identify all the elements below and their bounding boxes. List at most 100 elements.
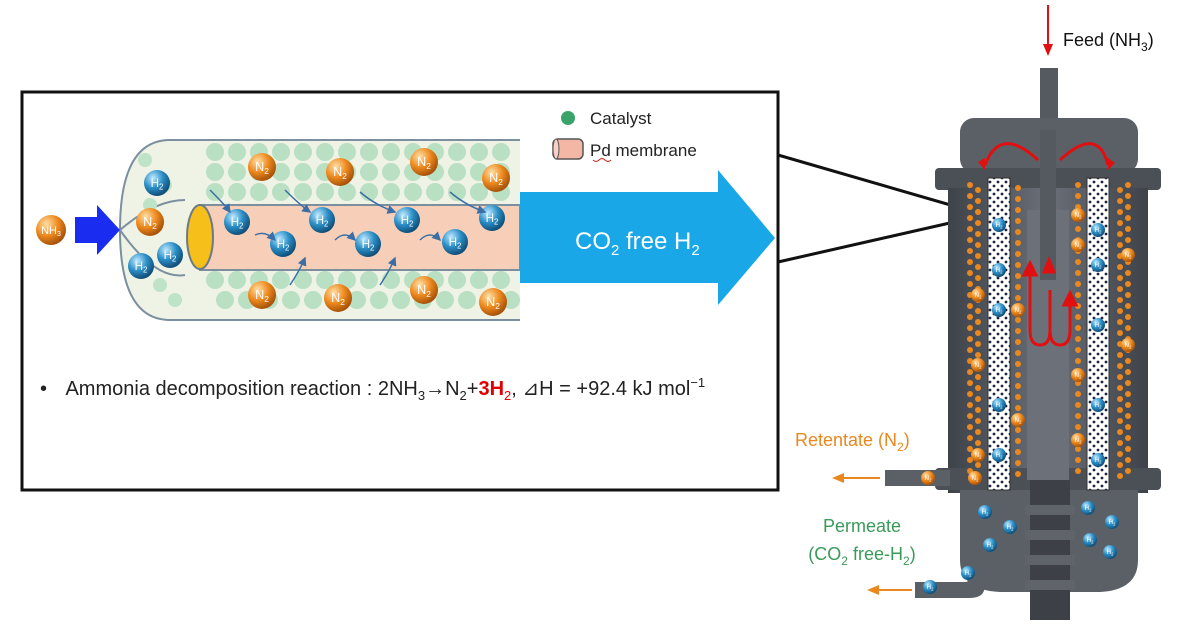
catalyst-pellet xyxy=(250,183,268,201)
catalyst-pellet xyxy=(294,183,312,201)
svg-text:N2: N2 xyxy=(1075,212,1083,219)
catalyst-pellet xyxy=(338,143,356,161)
catalyst-pellet xyxy=(370,291,388,309)
catalyst-pellet xyxy=(272,271,290,289)
svg-text:H2: H2 xyxy=(927,584,935,591)
catalyst-pellet xyxy=(294,271,312,289)
n2-molecule: N2 xyxy=(479,288,507,316)
catalyst-pellet xyxy=(216,291,234,309)
catalyst-pellet xyxy=(470,143,488,161)
svg-text:N2: N2 xyxy=(972,475,980,482)
svg-text:N2: N2 xyxy=(1075,242,1083,249)
catalyst-pellet xyxy=(206,183,224,201)
permeate-label: Permeate xyxy=(823,516,901,536)
h2-molecule: H2 xyxy=(355,231,381,257)
svg-text:H2: H2 xyxy=(401,214,414,229)
catalyst-pellet xyxy=(228,183,246,201)
svg-text:N2: N2 xyxy=(925,475,933,482)
svg-text:N2: N2 xyxy=(1015,417,1023,424)
h2-molecule: H2 xyxy=(992,218,1006,232)
n2-molecule: N2 xyxy=(1011,303,1025,317)
catalyst-pellet xyxy=(206,143,224,161)
h2-molecule: H2 xyxy=(442,229,468,255)
membrane-column-right xyxy=(1086,177,1110,491)
retentate-label: Retentate (N2) xyxy=(795,430,910,454)
svg-text:H2: H2 xyxy=(1109,519,1117,526)
n2-molecule: N2 xyxy=(1071,238,1085,252)
membrane-column-left xyxy=(987,177,1011,491)
feed-label: Feed (NH3) xyxy=(1063,30,1154,54)
h2-molecule: H2 xyxy=(1091,258,1105,272)
h2-molecule: H2 xyxy=(394,207,420,233)
catalyst-pellet xyxy=(316,183,334,201)
catalyst-pellet xyxy=(338,271,356,289)
n2-molecule: N2 xyxy=(1121,248,1135,262)
svg-text:H2: H2 xyxy=(996,402,1004,409)
svg-text:N2: N2 xyxy=(489,171,503,187)
catalyst-pellet xyxy=(448,163,466,181)
n2-molecule: N2 xyxy=(971,358,985,372)
n2-molecule: N2 xyxy=(1121,338,1135,352)
n2-molecule: N2 xyxy=(921,471,935,485)
svg-text:H2: H2 xyxy=(1095,402,1103,409)
catalyst-pellet xyxy=(360,163,378,181)
co2-free-h2-label: CO2 free H2 xyxy=(575,228,700,259)
svg-text:H2: H2 xyxy=(1087,537,1095,544)
flow-arrows xyxy=(978,142,1115,347)
svg-text:H2: H2 xyxy=(987,542,995,549)
svg-text:H2: H2 xyxy=(164,249,177,264)
catalyst-pellet xyxy=(448,183,466,201)
catalyst-pellet xyxy=(360,271,378,289)
catalyst-pellet xyxy=(272,163,290,181)
catalyst-pellet xyxy=(492,271,510,289)
svg-text:N2: N2 xyxy=(143,215,157,231)
h2-molecule: H2 xyxy=(144,170,170,196)
h2-molecule: H2 xyxy=(992,303,1006,317)
svg-text:N2: N2 xyxy=(1075,437,1083,444)
catalyst-pellet xyxy=(272,143,290,161)
svg-text:H2: H2 xyxy=(151,177,164,192)
n2-molecule: N2 xyxy=(968,471,982,485)
svg-text:H2: H2 xyxy=(316,214,329,229)
h2-molecule: H2 xyxy=(992,398,1006,412)
h2-molecule: H2 xyxy=(1103,545,1117,559)
svg-text:N2: N2 xyxy=(975,452,983,459)
svg-text:N2: N2 xyxy=(1125,342,1133,349)
legend: Catalyst Pd membrane xyxy=(552,109,697,162)
catalyst-pellet xyxy=(282,291,300,309)
h2-molecule: H2 xyxy=(1081,501,1095,515)
n2-molecule: N2 xyxy=(971,288,985,302)
catalyst-pellet xyxy=(316,143,334,161)
h2-molecule: H2 xyxy=(983,538,997,552)
h2-molecule: H2 xyxy=(1091,453,1105,467)
n2-molecule: N2 xyxy=(248,153,276,181)
catalyst-pellet xyxy=(470,183,488,201)
n2-molecule: N2 xyxy=(971,448,985,462)
catalyst-pellet xyxy=(348,291,366,309)
catalyst-pellet xyxy=(228,271,246,289)
svg-text:NH3: NH3 xyxy=(41,225,61,238)
n2-molecule: N2 xyxy=(324,284,352,312)
svg-text:H2: H2 xyxy=(965,570,973,577)
h2-molecule: H2 xyxy=(479,205,505,231)
h2-molecule: H2 xyxy=(978,505,992,519)
catalyst-pellet xyxy=(382,183,400,201)
svg-text:H2: H2 xyxy=(449,236,462,251)
catalyst-pellet xyxy=(426,183,444,201)
nh3-molecule: NH3 xyxy=(36,215,66,245)
svg-text:H2: H2 xyxy=(996,307,1004,314)
svg-text:H2: H2 xyxy=(1007,524,1015,531)
svg-text:H2: H2 xyxy=(996,452,1004,459)
catalyst-pellet xyxy=(492,143,510,161)
svg-text:H2: H2 xyxy=(1095,457,1103,464)
permeate-label-line2: (CO2 free-H2) xyxy=(808,544,915,568)
catalyst-pellet xyxy=(448,143,466,161)
svg-text:H2: H2 xyxy=(996,222,1004,229)
svg-text:N2: N2 xyxy=(417,155,431,171)
catalyst-pellet xyxy=(360,143,378,161)
svg-text:N2: N2 xyxy=(417,283,431,299)
co2-free-h2-arrow xyxy=(520,170,775,305)
catalyst-pellet xyxy=(228,163,246,181)
svg-text:H2: H2 xyxy=(996,267,1004,274)
